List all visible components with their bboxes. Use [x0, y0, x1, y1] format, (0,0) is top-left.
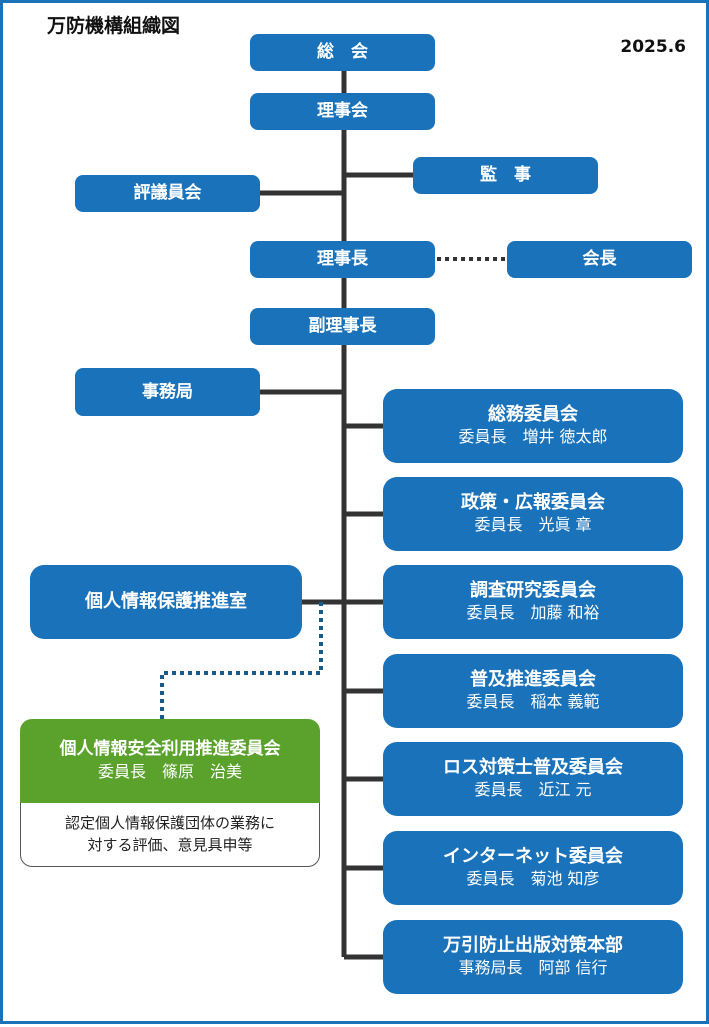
chart-date: 2025.6: [620, 37, 686, 57]
committee-name: 総務委員会: [488, 403, 578, 425]
connector-lines: [160, 53, 507, 960]
chair-person: 加藤 和裕: [530, 603, 600, 623]
chair-role: 委員長: [97, 761, 146, 781]
committee-chair: 委員長 稲本 義範: [466, 692, 599, 713]
chair-role: 委員長: [466, 603, 515, 623]
committee-name: 普及推進委員会: [470, 668, 596, 690]
note-line: 認定個人情報保護団体の業務に: [64, 813, 275, 832]
chair-person: 増井 徳太郎: [522, 427, 608, 447]
committee-chair: 事務局長 阿部 信行: [458, 958, 607, 979]
chair-role: 委員長: [458, 427, 507, 447]
chart-title: 万防機構組織図: [47, 15, 181, 37]
chair-person: 阿部 信行: [538, 958, 608, 978]
committee-name: ロス対策士普及委員会: [443, 756, 623, 778]
chair-person: 光眞 章: [538, 515, 592, 535]
committee-loss-taisakushi: ロス対策士普及委員会 委員長 近江 元: [383, 742, 683, 816]
node-label: 理事長: [317, 249, 368, 270]
committee-manbiki-boushi-honbu: 万引防止出版対策本部 事務局長 阿部 信行: [383, 920, 683, 994]
committee-name: 個人情報安全利用推進委員会: [59, 739, 281, 760]
chair-person: 篠原 治美: [162, 761, 243, 781]
node-label: 事務局: [142, 381, 193, 402]
committee-soumu: 総務委員会 委員長 増井 徳太郎: [383, 389, 683, 463]
committee-chair: 委員長 加藤 和裕: [466, 603, 599, 624]
node-fukurijichou: 副理事長: [250, 308, 435, 345]
committee-name: インターネット委員会: [443, 845, 623, 867]
note-line: 対する評価、意見具申等: [87, 835, 253, 854]
chair-role: 事務局長: [458, 958, 523, 978]
committee-chair: 委員長 菊池 知彦: [466, 869, 599, 890]
node-label: 理事会: [317, 101, 368, 122]
chair-role: 委員長: [466, 692, 515, 712]
committee-internet: インターネット委員会 委員長 菊池 知彦: [383, 831, 683, 905]
node-label: 総 会: [317, 42, 368, 63]
node-label: 会長: [582, 249, 617, 270]
node-jimukyoku: 事務局: [75, 368, 260, 416]
committee-chair: 委員長 近江 元: [474, 780, 591, 801]
chair-role: 委員長: [474, 515, 523, 535]
chair-role: 委員長: [466, 869, 515, 889]
committee-chair: 委員長 増井 徳太郎: [458, 427, 607, 448]
committee-chousa-kenkyuu: 調査研究委員会 委員長 加藤 和裕: [383, 565, 683, 639]
chair-person: 稲本 義範: [530, 692, 600, 712]
privacy-committee: 個人情報安全利用推進委員会 委員長 篠原 治美: [20, 719, 320, 803]
privacy-committee-note: 認定個人情報保護団体の業務に 対する評価、意見具申等: [20, 803, 320, 867]
node-rijichou: 理事長: [250, 241, 435, 278]
node-kanji: 監 事: [413, 157, 598, 194]
committee-name: 政策・広報委員会: [461, 491, 605, 513]
node-hyougiinkai: 評議員会: [75, 175, 260, 212]
committee-name: 万引防止出版対策本部: [443, 934, 623, 956]
chair-person: 菊池 知彦: [530, 869, 600, 889]
node-label: 監 事: [480, 165, 531, 186]
chair-role: 委員長: [474, 780, 523, 800]
committee-name: 調査研究委員会: [470, 579, 596, 601]
node-label: 副理事長: [308, 316, 377, 337]
committee-fukyuu-suishin: 普及推進委員会 委員長 稲本 義範: [383, 654, 683, 728]
node-label: 評議員会: [133, 183, 202, 204]
node-privacy-office: 個人情報保護推進室: [30, 565, 302, 639]
node-kaichou: 会長: [507, 241, 692, 278]
committee-seisaku-kouhou: 政策・広報委員会 委員長 光眞 章: [383, 477, 683, 551]
node-soukai: 総 会: [250, 34, 435, 71]
node-rijikai: 理事会: [250, 93, 435, 130]
committee-chair: 委員長 篠原 治美: [98, 762, 242, 783]
committee-chair: 委員長 光眞 章: [474, 515, 591, 536]
chair-person: 近江 元: [538, 780, 592, 800]
node-label: 個人情報保護推進室: [85, 591, 247, 613]
